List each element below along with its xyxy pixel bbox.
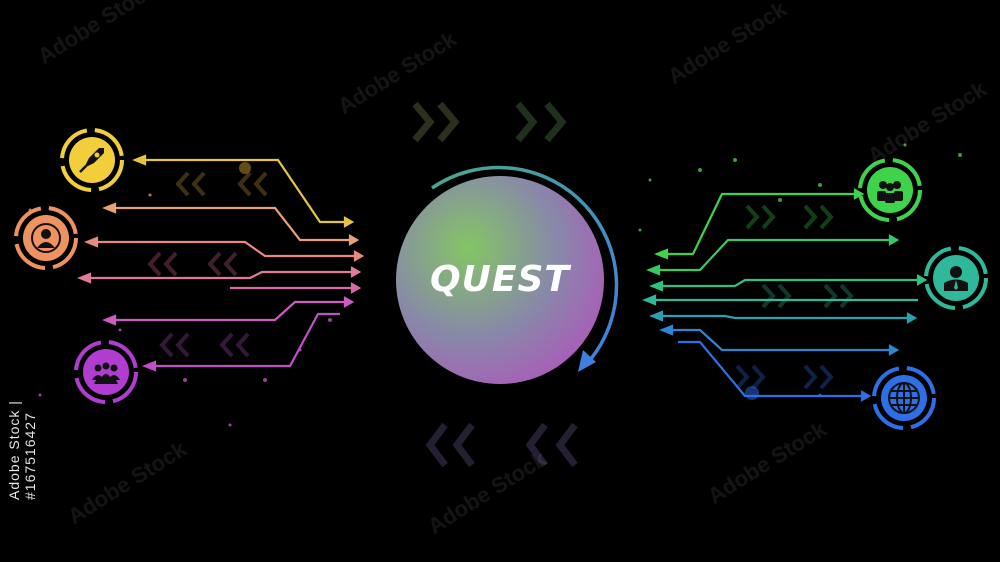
chevrons-left [147, 171, 268, 358]
rocket-icon [60, 128, 124, 192]
team-icon [858, 158, 922, 222]
stock-id-label: Adobe Stock | #167516427 [6, 400, 38, 500]
center-hub [396, 165, 619, 384]
chevrons-bottom [425, 422, 578, 468]
chevrons-top [412, 101, 567, 143]
businessman-icon [924, 246, 988, 310]
globe-icon [872, 366, 936, 430]
quest-title: QUEST [430, 259, 571, 300]
left-circuit-lines [77, 154, 365, 372]
group-icon [74, 340, 138, 404]
chevrons-right [735, 204, 854, 390]
right-circuit-lines [642, 188, 928, 402]
user-icon [14, 206, 78, 270]
